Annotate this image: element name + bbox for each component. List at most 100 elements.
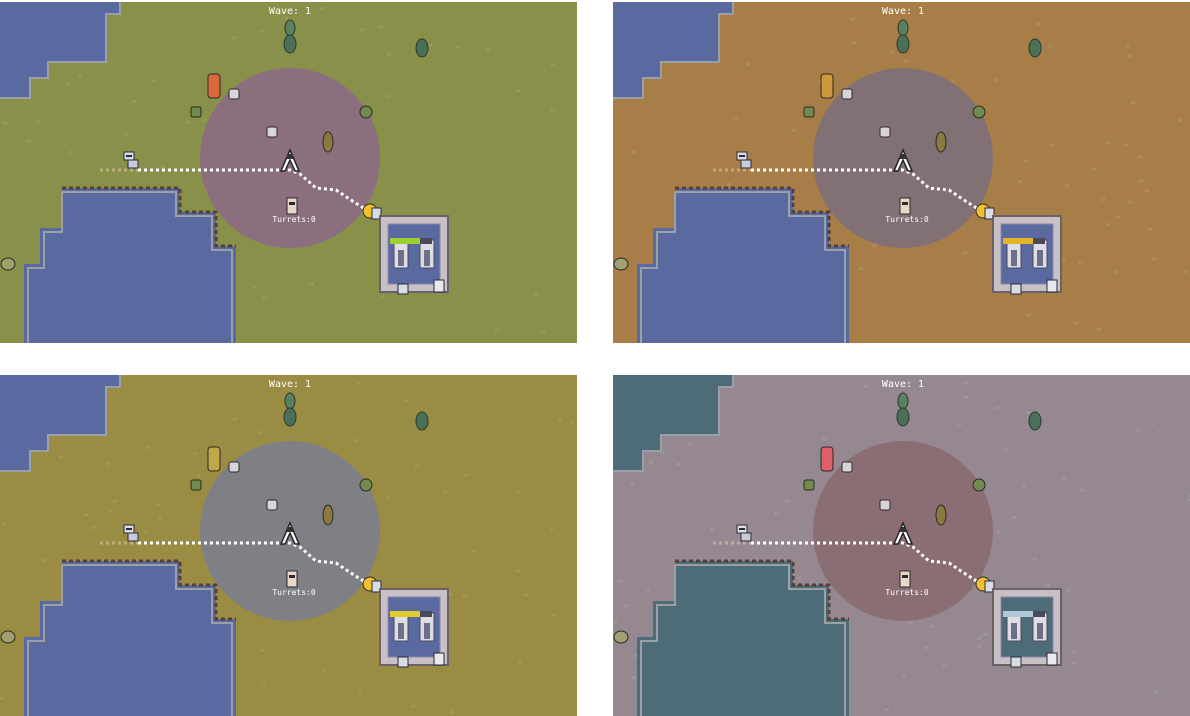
grass-tuft [676,462,681,467]
totem-pole [207,73,221,99]
shore-top-left [0,2,121,99]
grass-tuft [1036,22,1041,26]
castle-health-fill [1003,238,1033,244]
grass-tuft [387,94,392,98]
castle[interactable] [992,588,1062,668]
knight-unit-gate[interactable] [1010,283,1022,295]
grass-tuft [623,604,628,608]
bush-right [359,105,373,119]
knight-unit[interactable] [123,151,139,169]
knight-unit[interactable] [123,524,139,542]
shore-top-left [0,375,121,472]
grass-tuft [387,52,392,57]
grass-tuft [1022,483,1027,488]
grass-tuft [963,381,968,385]
grass-tuft [1078,260,1083,265]
rock-small [841,88,853,100]
knight-unit[interactable] [736,151,752,169]
bush-left [803,479,815,491]
grass-tuft [957,422,962,426]
knight-unit-gate[interactable] [397,283,409,295]
lake-top-left [613,2,733,98]
grass-tuft [630,482,635,487]
grass-tuft [859,266,864,271]
grass-tuft [356,380,361,385]
grass-tuft [378,24,383,29]
grass-tuft [885,707,890,712]
grass-tuft [414,464,419,469]
grass-tuft [404,398,409,403]
scroll-icon [1046,652,1058,666]
villager-unit[interactable] [899,197,911,215]
grass-tuft [158,515,163,519]
castle[interactable] [379,215,449,295]
bush-right [359,478,373,492]
bush-far-left [0,630,16,644]
grass-tuft [550,109,555,113]
grass-tuft [942,664,947,668]
grass-tuft [359,28,364,32]
castle[interactable] [992,215,1062,295]
grass-tuft [108,509,113,513]
cliff-edge [675,559,849,621]
tree-top-right [415,38,429,58]
tree-top-right [1028,38,1042,58]
grass-tuft [1062,257,1067,261]
knight-unit-castle[interactable] [371,580,382,593]
game-panel-1[interactable]: Turrets:0 [0,2,577,343]
scroll-icon [1046,279,1058,293]
grass-tuft [1158,430,1163,434]
enemy-path [751,541,984,587]
grass-tuft [186,120,191,125]
villager-unit[interactable] [286,570,298,588]
castle-health-fill [390,238,420,244]
game-viewport[interactable]: Turrets:0 [0,2,577,343]
knight-unit-castle[interactable] [984,580,995,593]
grass-tuft [1012,515,1017,519]
game-panel-2[interactable]: Turrets:0 [613,2,1190,343]
knight-unit-castle[interactable] [371,207,382,220]
knight-unit[interactable] [736,524,752,542]
grass-tuft [123,133,128,137]
grass-tuft [618,579,623,583]
grass-tuft [196,473,201,478]
grass-tuft [550,526,555,531]
grass-tuft [977,644,982,649]
grass-tuft [202,118,207,122]
villager-unit[interactable] [899,570,911,588]
grass-tuft [631,676,636,680]
grass-tuft [1074,321,1079,325]
game-viewport[interactable]: Turrets:0 [0,375,577,716]
villager-unit[interactable] [286,197,298,215]
tree-top-center [283,19,297,54]
grass-tuft [516,569,520,573]
shore-top-left [613,2,734,99]
castle[interactable] [379,588,449,668]
grass-tuft [259,29,264,33]
grass-tuft [1127,54,1132,58]
knight-unit-gate[interactable] [1010,656,1022,668]
lake-top-left [0,2,120,98]
game-viewport[interactable]: Turrets:0 [613,2,1190,343]
player-tower[interactable] [279,148,301,172]
grass-tuft [1138,155,1143,159]
totem-pole [820,446,834,472]
player-tower[interactable] [279,521,301,545]
grass-tuft [1026,410,1031,415]
grass-tuft [309,282,314,286]
grass-tuft [995,406,1000,410]
grass-tuft [774,511,779,515]
knight-unit-gate[interactable] [397,656,409,668]
player-tower[interactable] [892,521,914,545]
grass-tuft [232,417,237,421]
game-viewport[interactable]: Turrets:0 [613,375,1190,716]
tree-top-right [415,411,429,431]
grass-tuft [850,17,855,21]
player-tower[interactable] [892,148,914,172]
game-panel-4[interactable]: Turrets:0 [613,375,1190,716]
knight-unit-castle[interactable] [984,207,995,220]
grass-tuft [112,499,117,503]
grass-tuft [1153,689,1158,694]
grass-tuft [319,7,324,11]
game-panel-3[interactable]: Turrets:0 [0,375,577,716]
